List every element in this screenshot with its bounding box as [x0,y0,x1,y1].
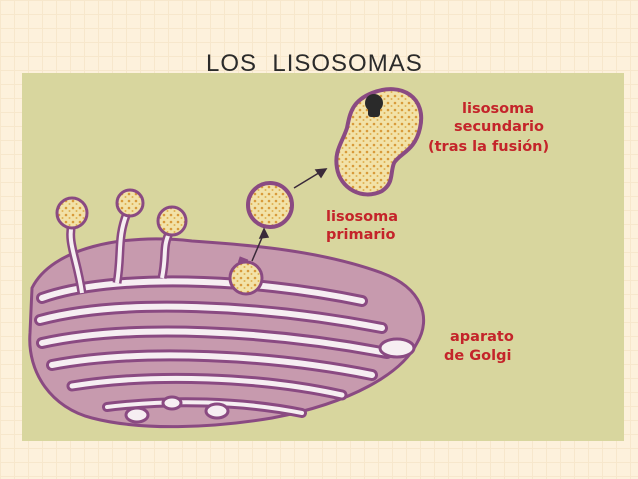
primary-lysosome [246,181,294,229]
label-golgi-line1: aparato [450,329,514,345]
label-primary-line2: primario [326,227,396,243]
label-golgi-line2: de Golgi [444,348,511,364]
label-secondary-line1: lisosoma [462,101,534,117]
slide-title: LOS LISOSOMAS [206,50,423,77]
small-vesicles [124,337,416,424]
arrows [251,168,328,262]
golgi-cisternae [34,275,393,418]
label-primary-line1: lisosoma [326,209,398,225]
label-secondary-line3: (tras la fusión) [428,139,549,155]
label-secondary-line2: secundario [454,119,544,135]
golgi-buds [55,188,264,296]
lysosome-diagram: lisosoma secundario (tras la fusión) lis… [22,73,624,441]
secondary-lysosome [334,87,424,197]
